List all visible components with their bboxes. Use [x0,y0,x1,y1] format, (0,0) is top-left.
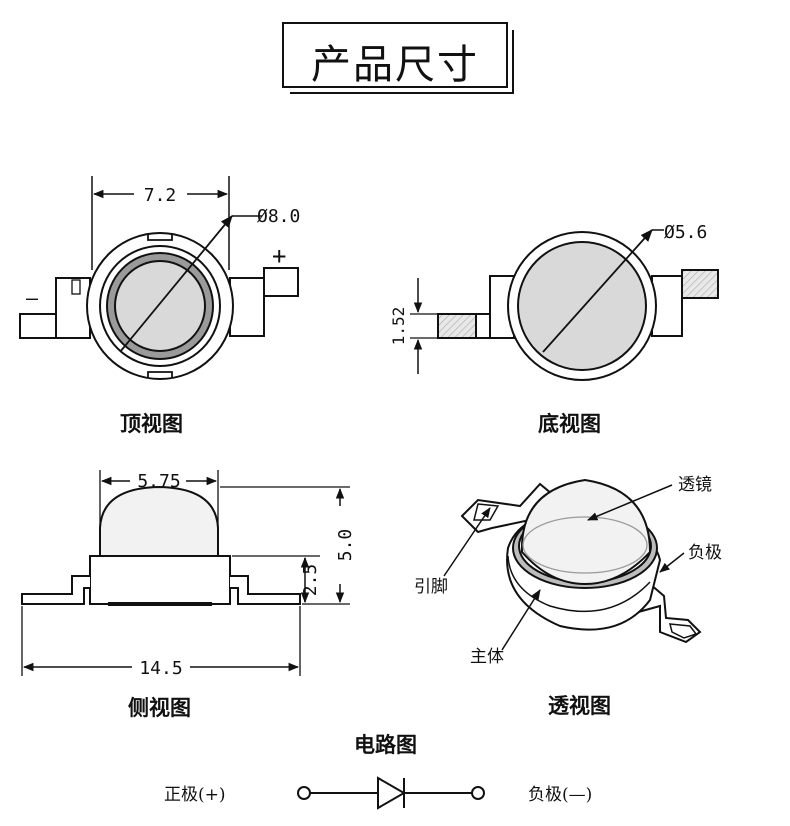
side-view [21,470,350,676]
cathode-label: 负极(—) [528,785,592,805]
circuit-caption: 电路图 [354,733,417,757]
top-view-right-lead [263,267,299,297]
body-height-dim: 2.5 [300,564,321,597]
total-width-dim: 14.5 [139,658,182,679]
diode-symbol [377,776,407,810]
anode-label: 正极(+) [164,785,226,805]
plus-sign: + [272,242,286,270]
side-view-body [89,555,231,605]
side-view-caption: 侧视图 [128,696,191,720]
top-view-diameter-dim: Ø8.0 [257,206,300,227]
page-title: 产品尺寸 [311,42,479,88]
lead-width-dim: 1.52 [389,307,408,346]
title-box: 产品尺寸 [282,22,514,94]
top-view-left-lead [19,313,57,339]
top-view-right-tab [229,277,265,337]
minus-sign: — [26,286,39,310]
lens-width-dim: 5.75 [137,471,180,492]
cathode-terminal [471,786,485,800]
total-height-dim: 5.0 [335,529,356,562]
perspective-view [443,478,702,651]
side-view-lens [99,485,219,556]
bottom-view-right-lead [681,269,719,299]
top-view-lens [114,260,206,352]
perspective-view-caption: 透视图 [548,694,611,718]
top-view-caption: 顶视图 [120,412,183,436]
perspective-lens [520,478,652,586]
anode-terminal [297,786,311,800]
bottom-view [410,229,719,381]
bottom-view-diameter-dim: Ø5.6 [664,222,707,243]
cathode-part-label: 负极 [688,543,722,563]
lens-label: 透镜 [678,475,712,495]
body-label: 主体 [470,647,504,667]
bottom-view-left-lead [437,313,477,339]
lead-label: 引脚 [414,577,448,597]
top-view-width-dim: 7.2 [144,185,177,206]
top-view [19,176,299,380]
bottom-view-right-tab [651,275,683,337]
bottom-view-caption: 底视图 [538,412,601,436]
circuit-diagram [297,776,485,810]
bottom-view-pad [517,241,647,371]
